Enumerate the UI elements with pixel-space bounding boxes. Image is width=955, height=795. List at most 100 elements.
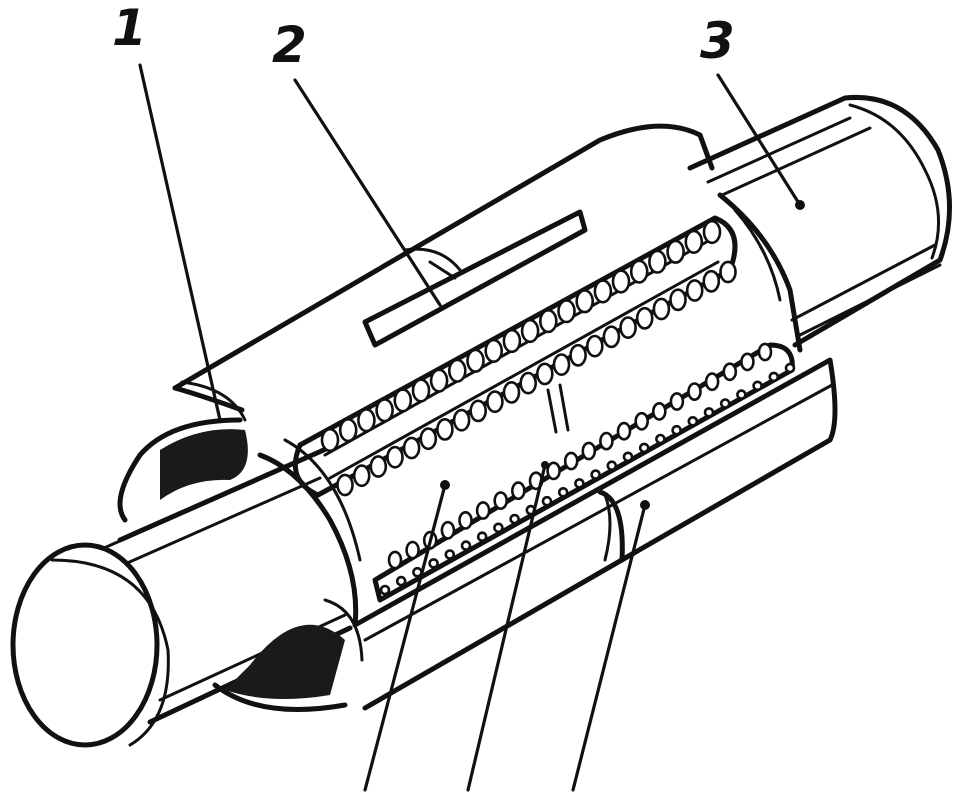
bearing-ball	[684, 229, 704, 254]
bearing-ball	[320, 427, 340, 453]
shaft-front	[10, 442, 353, 748]
bearing-ball	[563, 451, 579, 471]
bearing-ball	[557, 299, 576, 324]
bearing-ball	[619, 316, 637, 340]
callout-1: 1	[112, 0, 147, 57]
bearing-ball	[585, 334, 604, 358]
bearing-ball	[519, 371, 538, 395]
bearing-ball	[386, 445, 404, 469]
bearing-ball	[757, 342, 773, 362]
chain-link	[655, 433, 666, 445]
bearing-ball	[502, 328, 522, 354]
ball-row-upper-return	[336, 260, 737, 497]
bearing-ball	[402, 436, 421, 460]
bearing-ball	[535, 362, 554, 386]
bearing-ball	[538, 309, 558, 334]
bearing-ball	[338, 418, 358, 443]
chain-link	[736, 389, 747, 400]
bearing-ball	[602, 325, 621, 349]
bearing-ball	[611, 269, 631, 294]
bearing-ball	[569, 343, 587, 367]
bearing-ball	[669, 392, 685, 411]
chain-link	[687, 415, 699, 427]
bearing-ball	[629, 259, 649, 284]
bearing-ball	[466, 348, 485, 373]
ball-chain-lower	[379, 362, 796, 596]
bearing-ball	[419, 427, 438, 451]
chain-link	[703, 407, 715, 418]
chain-link	[574, 478, 585, 489]
bearing-ball	[475, 501, 491, 520]
bearing-ball	[669, 288, 687, 312]
chain-link	[428, 558, 439, 569]
outer-sleeve	[172, 123, 838, 711]
bearing-ball	[510, 481, 526, 501]
bearing-ball	[452, 408, 471, 432]
chain-link	[719, 398, 731, 409]
bearing-ball	[387, 550, 403, 570]
bearing-ball	[651, 401, 667, 421]
bearing-ball	[648, 249, 667, 274]
leader-1	[138, 63, 222, 422]
ball-row-lower	[387, 342, 773, 570]
chain-link	[395, 575, 407, 587]
bearing-ball	[469, 399, 488, 423]
bearing-ball	[520, 318, 540, 344]
leader-bottom-b	[466, 463, 547, 792]
bearing-ball	[704, 372, 720, 392]
bearing-ball	[552, 353, 571, 377]
chain-link	[541, 495, 553, 507]
bearing-ball	[546, 461, 561, 481]
chain-link	[752, 380, 763, 392]
chain-link	[460, 540, 472, 551]
chain-link	[638, 442, 650, 454]
shaft-end-face	[10, 542, 160, 748]
chain-link	[444, 549, 456, 560]
bearing-ball	[616, 421, 632, 441]
chain-link	[606, 460, 618, 472]
bearing-ball	[447, 358, 467, 383]
bearing-ball	[375, 398, 394, 423]
chain-link	[493, 522, 504, 534]
bearing-ball	[634, 411, 650, 431]
chain-link	[379, 584, 391, 596]
bearing-ball	[436, 417, 454, 441]
bearing-ball	[581, 441, 597, 461]
chain-link	[784, 362, 796, 374]
chain-link	[476, 531, 488, 543]
bearing-ball	[405, 540, 420, 560]
bearing-ball	[719, 260, 737, 284]
chain-link	[590, 469, 601, 480]
chain-link	[557, 486, 569, 498]
callout-3: 3	[700, 12, 735, 70]
bearing-ball	[352, 464, 371, 488]
bearing-ball	[458, 511, 473, 530]
chain-link	[509, 513, 520, 525]
bearing-ball	[493, 491, 509, 511]
chain-link	[671, 424, 682, 436]
callout-2: 2	[272, 16, 307, 74]
bearing-ball	[722, 362, 738, 382]
bearing-ball	[357, 408, 376, 433]
bearing-ball	[652, 297, 671, 321]
bearing-ball	[486, 390, 504, 414]
bearing-ball	[702, 269, 721, 293]
bearing-ball	[484, 338, 504, 364]
ball-row-upper	[320, 219, 722, 453]
shaft-rear	[687, 94, 953, 348]
bearing-ball	[502, 380, 521, 404]
bearing-ball	[429, 368, 449, 393]
bearing-ball	[593, 279, 613, 304]
leader-bottom-a	[363, 483, 447, 792]
seal-ring	[117, 417, 364, 712]
bearing-ball	[685, 279, 704, 302]
bearing-ball	[575, 289, 595, 314]
bearing-ball	[599, 431, 614, 451]
bearing-ball	[440, 520, 456, 540]
chain-link	[622, 451, 634, 463]
leader-3	[716, 73, 802, 207]
bearing-ball	[336, 473, 354, 497]
leader-2	[293, 78, 442, 307]
bearing-ball	[635, 306, 654, 330]
bearing-ball	[687, 382, 702, 402]
